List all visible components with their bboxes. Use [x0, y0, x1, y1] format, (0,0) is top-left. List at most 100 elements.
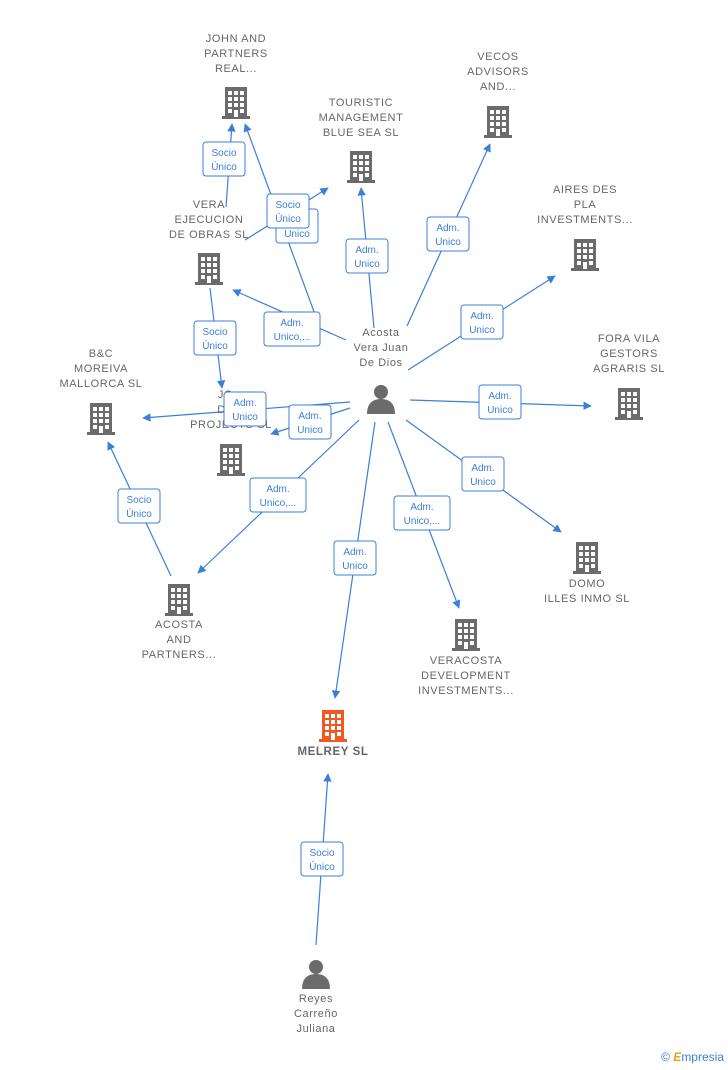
node-aires[interactable]: AIRES DESPLAINVESTMENTS...: [537, 184, 633, 271]
edge-label-text: Adm.: [233, 398, 256, 409]
node-acosta_partners[interactable]: ACOSTAANDPARTNERS...: [142, 584, 217, 661]
edge-label-text: Unico: [342, 561, 368, 572]
edge-label-text: Único: [126, 507, 152, 520]
edge-label-text: Unico: [284, 229, 310, 240]
node-label: EJECUCION: [175, 214, 244, 226]
edge-labels-layer: SocioÚnicoAdm.UnicoSocioÚnicoAdm.UnicoAd…: [117, 141, 522, 877]
empresia-watermark[interactable]: © Empresia: [661, 1050, 724, 1064]
edge-label-text: Único: [275, 212, 301, 225]
edge-label-box: [117, 488, 161, 524]
edge-label-text: Unico: [435, 237, 461, 248]
node-vera[interactable]: VERA EJECUCION DE OBRAS SL: [169, 199, 249, 285]
edge-label-box: [460, 304, 504, 340]
edge-label-acosta-fora[interactable]: Adm.Unico: [478, 384, 522, 420]
edge-label-text: Socio: [309, 848, 334, 859]
edge-label-text: Único: [202, 339, 228, 352]
edge-label-acosta-vecos[interactable]: Adm.Unico: [426, 216, 470, 252]
building-icon: [195, 253, 223, 285]
edge-label-text: Adm.: [410, 502, 433, 513]
edge-label-box: [202, 141, 246, 177]
node-label: MELREY SL: [297, 746, 368, 758]
node-fora[interactable]: FORA VILA GESTORS AGRARIS SL: [593, 333, 665, 420]
edge-label-box: [263, 311, 321, 347]
edge-label-box: [393, 495, 451, 531]
edge-label-text: Socio: [202, 327, 227, 338]
node-label: ACOSTA: [155, 619, 203, 631]
edge-label-acosta-vera[interactable]: Adm. Unico,...: [263, 311, 321, 347]
node-john[interactable]: JOHN ANDPARTNERSREAL...: [204, 33, 268, 119]
edge-label-text: Único: [211, 160, 237, 173]
node-label: ILLES INMO SL: [544, 593, 630, 605]
node-label: TOURISTIC: [329, 97, 393, 109]
edge-label-box: [266, 193, 310, 229]
node-label: MOREIVA: [74, 363, 128, 375]
node-label: B&C: [89, 348, 113, 360]
node-label: FORA VILA: [598, 333, 660, 345]
node-vecos[interactable]: VECOSADVISORSAND...: [467, 51, 529, 138]
edge-label-acosta-aires[interactable]: Adm.Unico: [460, 304, 504, 340]
node-label: ADVISORS: [467, 66, 529, 78]
edge-label-acosta-veracosta[interactable]: Adm. Unico,...: [393, 495, 451, 531]
edge-label-box: [345, 238, 389, 274]
node-label: AIRES DES: [553, 184, 617, 196]
edge-label-text: Adm.: [488, 391, 511, 402]
edge-label-text: Unico,...: [274, 332, 311, 343]
edge-label-box: [249, 477, 307, 513]
edge-label-text: Adm.: [471, 463, 494, 474]
edge-label-text: Unico: [297, 425, 323, 436]
edge-label-text: Adm.: [355, 245, 378, 256]
building-icon: [615, 388, 643, 420]
edge-label-box: [288, 404, 332, 440]
node-label: REAL...: [215, 63, 257, 75]
edge-label-text: Socio: [126, 495, 151, 506]
edge-label-box: [223, 391, 267, 427]
node-label: DE OBRAS SL: [169, 229, 249, 241]
edge-label-box: [426, 216, 470, 252]
building-icon: [217, 444, 245, 476]
edge-label-text: Adm.: [298, 411, 321, 422]
edge-label-text: Unico: [470, 477, 496, 488]
node-label: De Dios: [359, 357, 402, 369]
building-icon: [573, 542, 601, 574]
node-label: Reyes: [299, 993, 333, 1005]
node-label: GESTORS: [600, 348, 658, 360]
node-label: JOHN AND: [206, 33, 266, 45]
edge-label-acosta-jo[interactable]: Adm. Unico: [288, 404, 332, 440]
edge-label-text: Adm.: [280, 318, 303, 329]
node-label: Juliana: [296, 1023, 335, 1035]
edge-label-acosta-bc[interactable]: Adm.Unico: [223, 391, 267, 427]
edge-label-text: Unico,...: [404, 516, 441, 527]
node-label: VERA: [193, 199, 225, 211]
building-icon: [452, 619, 480, 651]
node-label: BLUE SEA SL: [323, 127, 399, 139]
edge-label-acosta-acp[interactable]: Adm.Unico,...: [249, 477, 307, 513]
brand-name: mpresia: [681, 1050, 724, 1064]
edge-label-box: [461, 456, 505, 492]
edge-label-text: Socio: [211, 148, 236, 159]
node-melrey[interactable]: MELREY SL: [297, 710, 368, 758]
edge-label-text: Socio: [275, 200, 300, 211]
edge-label-acosta-touristic[interactable]: Adm.Unico: [345, 238, 389, 274]
node-label: INVESTMENTS...: [418, 685, 514, 697]
edge-label-acosta-melrey[interactable]: Adm. Unico: [333, 540, 377, 576]
edge-label-text: Adm.: [343, 547, 366, 558]
edge-label-text: Adm.: [470, 311, 493, 322]
node-veracosta[interactable]: VERACOSTADEVELOPMENTINVESTMENTS...: [418, 619, 514, 697]
edge-label-acosta-domo[interactable]: Adm. Unico: [461, 456, 505, 492]
node-label: AND: [166, 634, 191, 646]
building-icon: [571, 239, 599, 271]
building-icon: [87, 403, 115, 435]
node-label: AGRARIS SL: [593, 363, 665, 375]
